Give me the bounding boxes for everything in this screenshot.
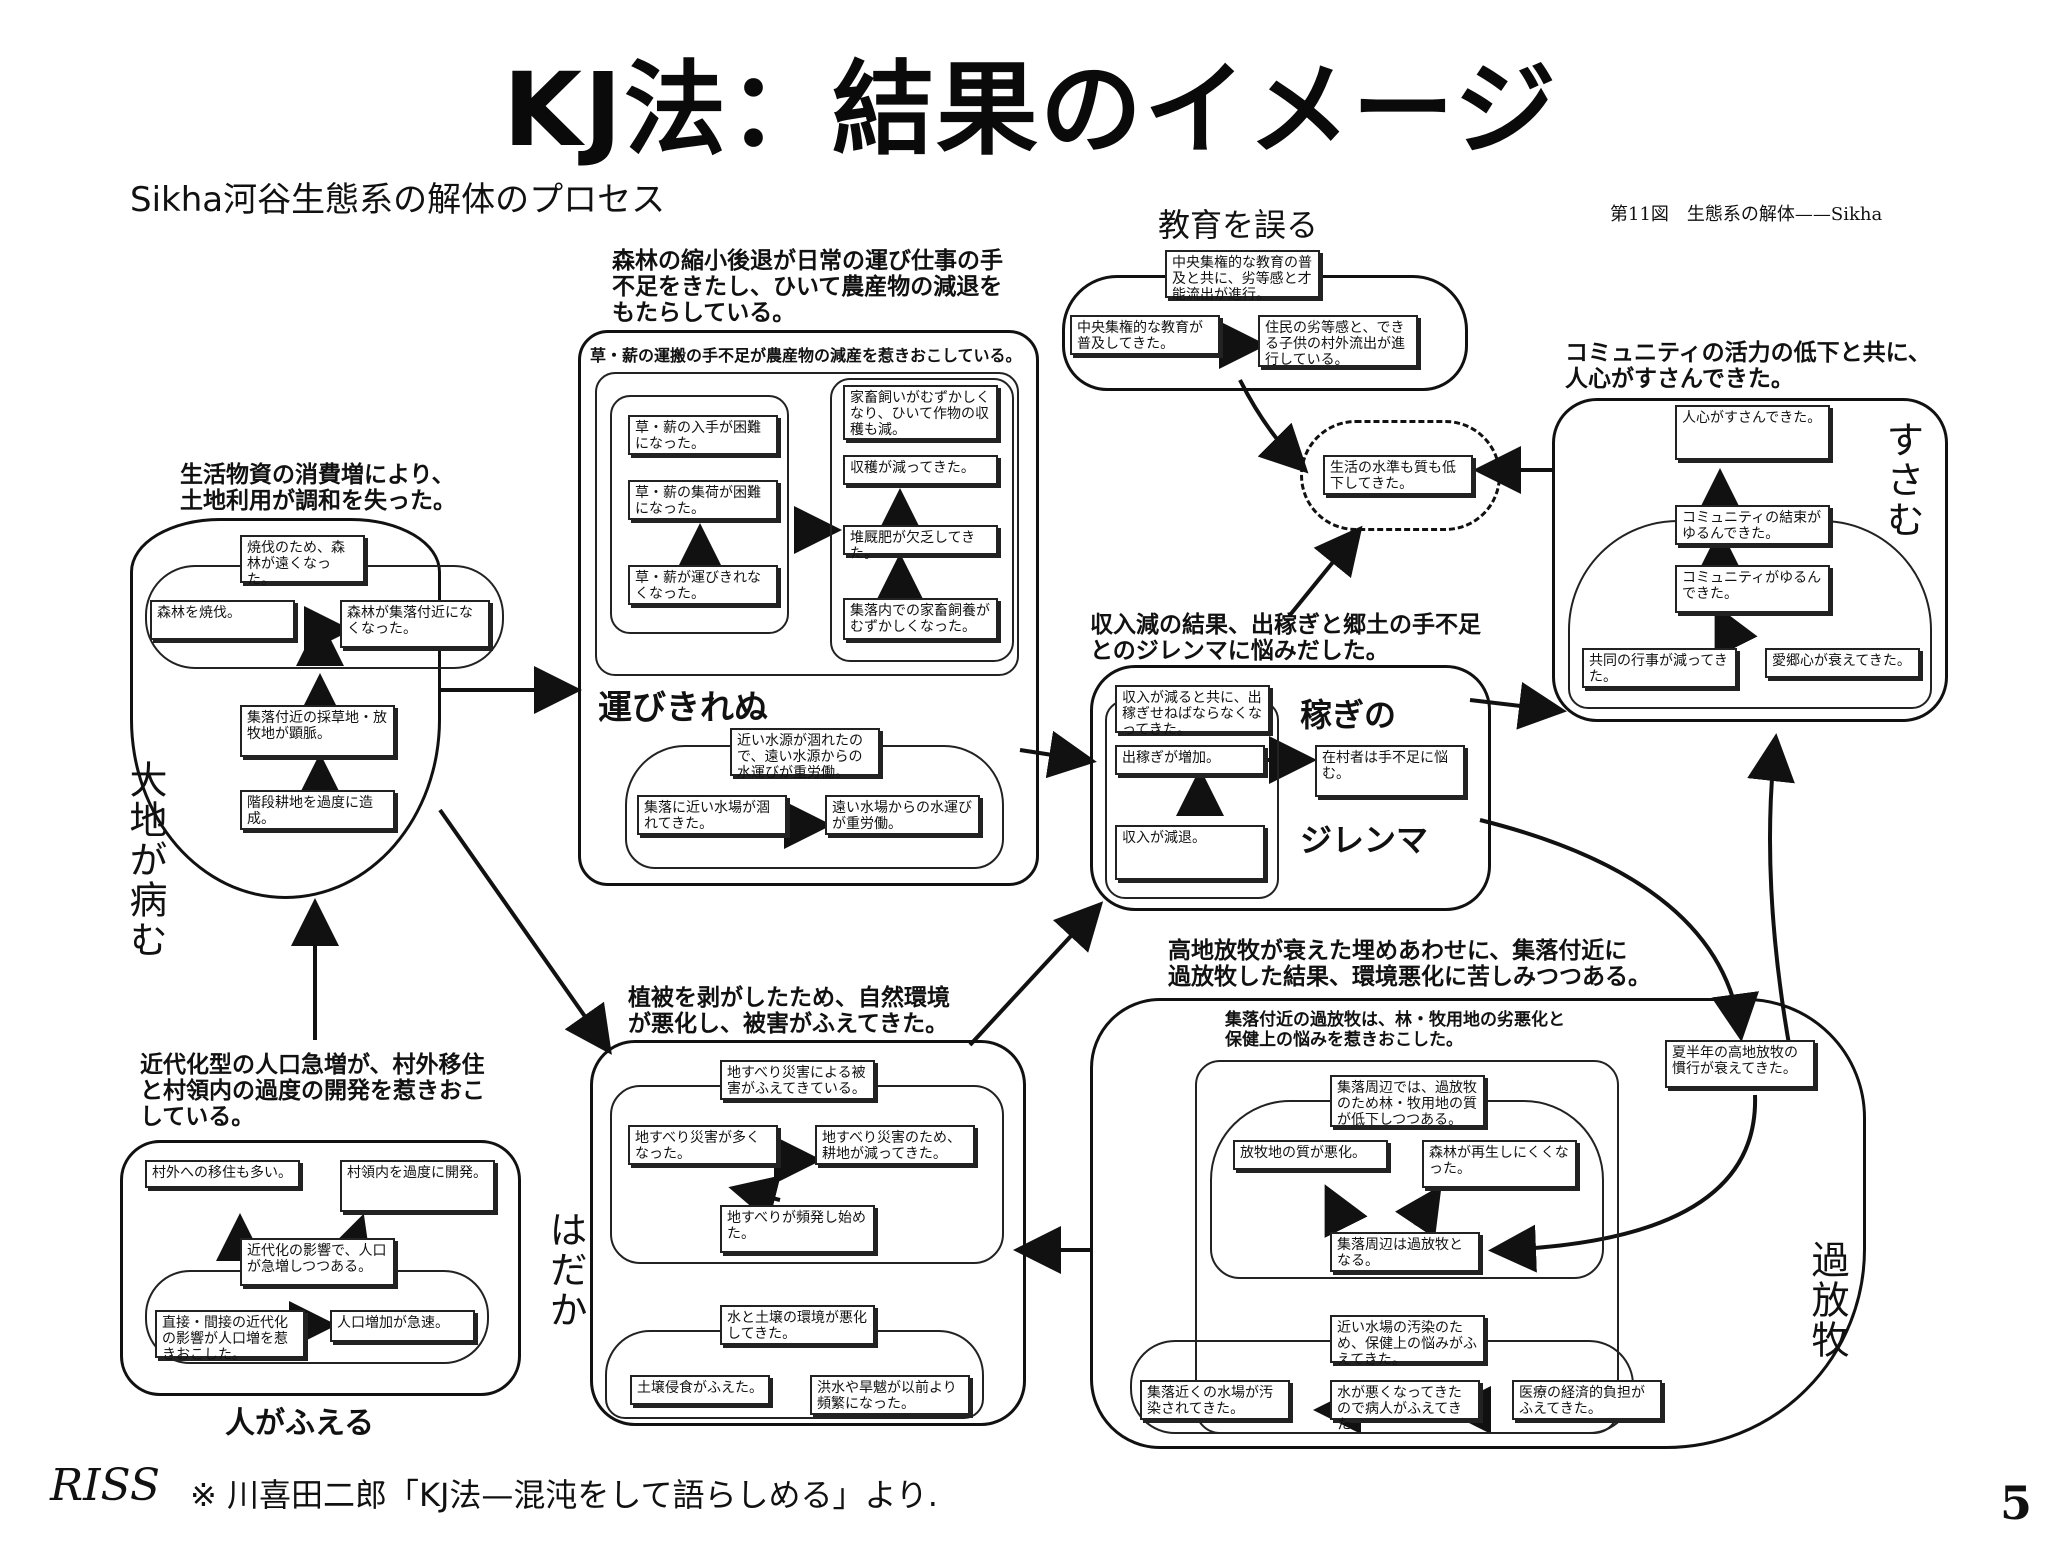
card: 地すべりが頻発し始めた。 (720, 1205, 875, 1253)
card: コミュニティの結束がゆるんできた。 (1675, 505, 1830, 545)
card: 近代化の影響で、人口が急増しつつある。 (240, 1238, 395, 1286)
card: 堆厩肥が欠乏してきた。 (843, 525, 998, 562)
card: 出稼ぎが増加。 (1115, 745, 1265, 775)
card: 共同の行事が減ってきた。 (1582, 648, 1737, 688)
card: 草・薪の入手が困難になった。 (628, 415, 778, 455)
figure-caption: 第11図 生態系の解体——Sikha (1610, 204, 1883, 225)
card: 夏半年の高地放牧の慣行が衰えてきた。 (1665, 1040, 1815, 1088)
card: 中央集権的な教育の普及と共に、劣等感と才能流出が進行。 (1165, 250, 1320, 303)
arrow-hakobi-to-kasegi (1019, 730, 1097, 779)
card: 家畜飼いがむずかしくなり、ひいて作物の収穫も減。 (843, 385, 998, 440)
group-hakobi-inner-left (610, 395, 789, 634)
arrow-kasegi-to-kahoboku (1479, 818, 1760, 1042)
card: 洪水や旱魃が以前より頻繁になった。 (810, 1375, 970, 1415)
group-kahoboku-caption: 高地放牧が衰えた埋めあわせに、集落付近に 過放牧した結果、環境悪化に苦しみつつあ… (1168, 937, 1651, 990)
center-cloud (1300, 420, 1501, 531)
group-daichi-label: 大地が病む (123, 760, 167, 960)
group-hito-caption: 近代化型の人口急増が、村外移住 と村領内の過度の開発を惹きおこ している。 (140, 1051, 485, 1130)
card: 地すべり災害による被害がふえてきている。 (720, 1060, 875, 1100)
card: 在村者は手不足に悩む。 (1315, 745, 1465, 797)
card: 水が悪くなってきたので病人がふえてきた。 (1330, 1380, 1480, 1433)
card: 集落周辺では、過放牧のため林・牧用地の質が低下しつつある。 (1330, 1075, 1485, 1128)
group-daichi (130, 518, 441, 899)
group-hito-label: 人がふえる (225, 1406, 375, 1441)
card: 遠い水場からの水運びが重労働。 (825, 795, 980, 835)
group-kahoboku-sub: 集落付近の過放牧は、林・牧用地の劣悪化と 保健上の悩みを惹きおこした。 (1225, 1010, 1565, 1050)
card: 集落付近の採草地・放牧地が顕脈。 (240, 705, 395, 757)
card: 階段耕地を過度に造成。 (240, 790, 395, 830)
card: 集落内での家畜飼養がむずかしくなった。 (843, 598, 998, 640)
group-susamu-caption: コミュニティの活力の低下と共に、 人心がすさんできた。 (1565, 339, 1931, 392)
card: 収穫が減ってきた。 (843, 455, 998, 485)
card: 近い水源が涸れたので、遠い水源からの水運びが重労働。 (730, 728, 880, 781)
card: 収入が減退。 (1115, 825, 1265, 880)
group-kasegi-label-top: 稼ぎの (1300, 696, 1397, 734)
riss-logo: RISS (50, 1460, 161, 1511)
group-daichi-caption: 生活物資の消費増により、 土地利用が調和を失った。 (180, 461, 456, 514)
group-hakobi-inner-right (830, 378, 1014, 662)
group-hakobi-inner (595, 372, 1019, 676)
arrow-kyoiku-to-center (1238, 379, 1309, 474)
group-kasegi-label-bottom: ジレンマ (1300, 821, 1429, 859)
group-hadaka-caption: 植被を剥がしたため、自然環境 が悪化し、被害がふえてきた。 (628, 984, 950, 1037)
card: 直接・間接の近代化の影響が人口増を惹きおこした。 (155, 1310, 305, 1363)
card: 人口増加が急速。 (330, 1310, 475, 1342)
group-kyoiku-caption: 教育を誤る (1158, 206, 1319, 244)
card: 草・薪が運びきれなくなった。 (628, 565, 778, 605)
card: 医療の経済的負担がふえてきた。 (1512, 1380, 1662, 1420)
card: 集落に近い水場が涸れてきた。 (637, 795, 787, 835)
card: コミュニティがゆるんできた。 (1675, 565, 1830, 613)
footer-source-note: ※ 川喜田二郎「KJ法—混沌をして語らしめる」より. (190, 1476, 938, 1514)
arrow-daichi-to-hadaka (438, 808, 612, 1055)
card: 焼伐のため、森林が遠くなった。 (240, 535, 365, 588)
group-kahoboku-label: 過放牧 (1805, 1240, 1849, 1360)
center-card: 生活の水準も質も低下してきた。 (1323, 455, 1473, 495)
card: 水と土壌の環境が悪化してきた。 (720, 1305, 875, 1345)
card: 人心がすさんできた。 (1675, 405, 1830, 460)
diagram-subtitle: Sikha河谷生態系の解体のプロセス (130, 180, 666, 220)
group-hakobi-label: 運びきれぬ (598, 688, 768, 728)
card: 放牧地の質が悪化。 (1233, 1140, 1388, 1170)
page-title: KJ法：結果のイメージ (503, 51, 1558, 170)
card: 地すべり災害が多くなった。 (628, 1125, 778, 1165)
group-hakobi-header: 草・薪の運搬の手不足が農産物の減産を惹きおこしている。 (590, 346, 1022, 365)
arrow-kasegi-to-center (1288, 525, 1363, 617)
card: 森林を焼伐。 (150, 600, 295, 640)
group-hadaka (590, 1040, 1026, 1426)
card: 地すべり災害のため、耕地が減ってきた。 (815, 1125, 975, 1165)
group-hakobi-caption: 森林の縮小後退が日常の運び仕事の手 不足をきたし、ひいて農産物の減退を もたらし… (612, 247, 1003, 326)
card: 集落近くの水場が汚染されてきた。 (1140, 1380, 1290, 1420)
page-number: 5 (2000, 1476, 2033, 1530)
card: 中央集権的な教育が普及してきた。 (1070, 315, 1220, 355)
card: 収入が減ると共に、出稼ぎせねばならなくなってきた。 (1115, 685, 1270, 738)
card: 集落周辺は過放牧となる。 (1330, 1232, 1480, 1272)
card: 村外への移住も多い。 (145, 1160, 300, 1188)
card: 森林が再生しにくくなった。 (1422, 1140, 1577, 1188)
group-hito (120, 1140, 521, 1396)
group-kasegi-caption: 収入減の結果、出稼ぎと郷土の手不足 とのジレンマに悩みだした。 (1090, 611, 1481, 664)
group-hadaka-label: はだか (543, 1210, 587, 1330)
group-susamu-label: すさむ (1880, 420, 1924, 540)
group-hakobi (578, 330, 1039, 886)
group-kahoboku (1090, 998, 1866, 1449)
card: 近い水場の汚染のため、保健上の悩みがふえてきた。 (1330, 1315, 1485, 1368)
card: 愛郷心が衰えてきた。 (1765, 648, 1920, 678)
group-susamu (1552, 398, 1948, 722)
card: 森林が集落付近になくなった。 (340, 600, 490, 648)
arrow-hadaka-to-kasegi (968, 901, 1104, 1047)
card: 草・薪の集荷が困難になった。 (628, 480, 778, 520)
card: 土壌侵食がふえた。 (630, 1375, 770, 1405)
group-kasegi (1090, 665, 1491, 911)
card: 村領内を過度に開発。 (340, 1160, 495, 1212)
card: 住民の劣等感と、できる子供の村外流出が進行している。 (1258, 315, 1418, 368)
